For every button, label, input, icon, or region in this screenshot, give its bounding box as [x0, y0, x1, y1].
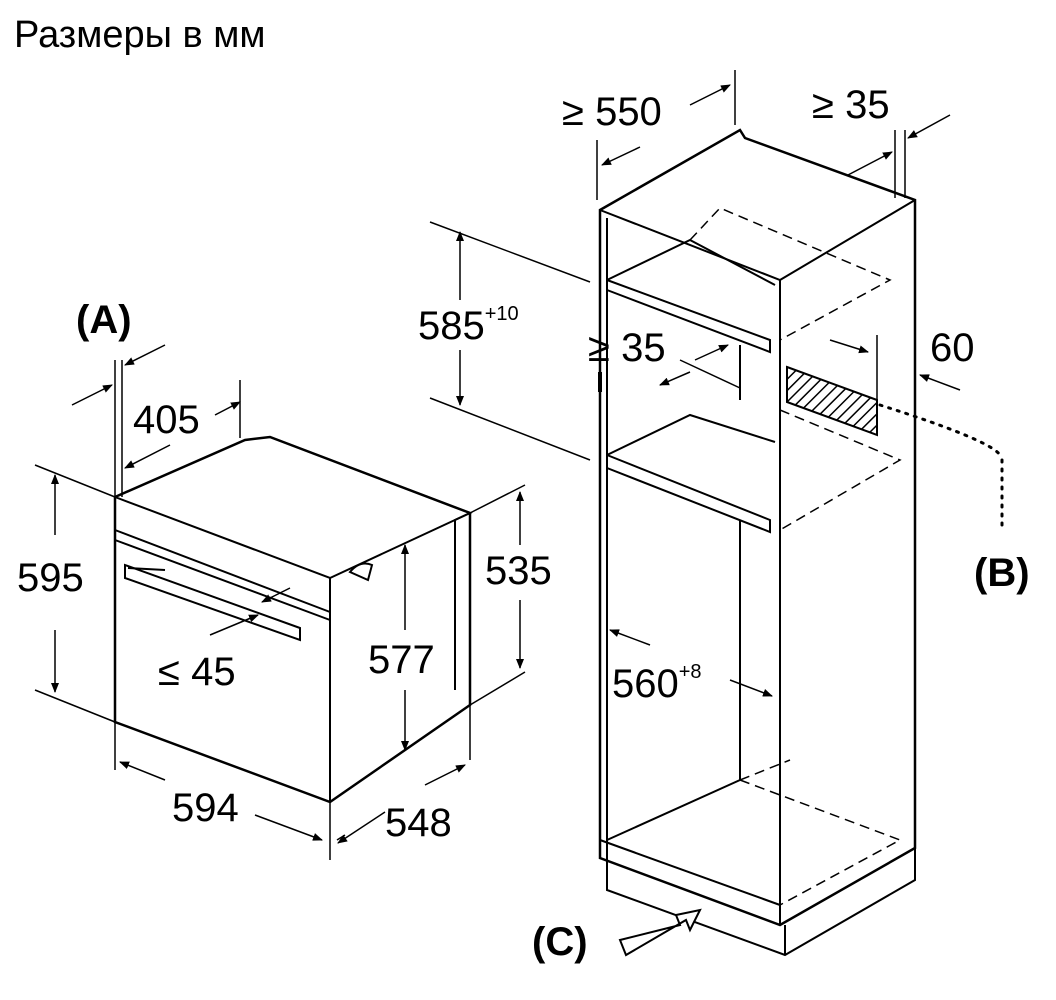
page-title: Размеры в мм: [14, 14, 266, 56]
oven-dimensions: [34, 344, 526, 860]
label-b: (B): [974, 551, 1030, 595]
oven-width: 594: [172, 786, 239, 830]
oven-drawing: [113, 435, 473, 804]
niche-height-value: 585: [418, 304, 485, 348]
oven-depth: 548: [385, 801, 452, 845]
cabinet-dimensions: [429, 70, 961, 697]
label-c: (C): [532, 920, 588, 964]
niche-height-tolerance: +10: [484, 303, 519, 325]
vent-size: 60: [930, 326, 975, 370]
oven-inner-height: 577: [368, 638, 435, 682]
label-a: (A): [76, 298, 132, 342]
cabinet-back-gap: ≥ 35: [812, 83, 890, 127]
niche-width-tolerance: +8: [678, 661, 702, 683]
niche-height: 585+10: [418, 303, 519, 348]
oven-panel-depth: 405: [133, 398, 200, 442]
niche-width: 560+8: [612, 661, 702, 706]
cabinet-depth-min: ≥ 550: [562, 90, 662, 134]
shelf-gap: ≥ 35: [588, 326, 666, 370]
oven-side-height: 535: [485, 549, 552, 593]
cabinet-drawing: [598, 128, 1004, 957]
niche-width-value: 560: [612, 662, 679, 706]
oven-gap: ≤ 45: [158, 650, 236, 694]
oven-height: 595: [17, 556, 84, 600]
